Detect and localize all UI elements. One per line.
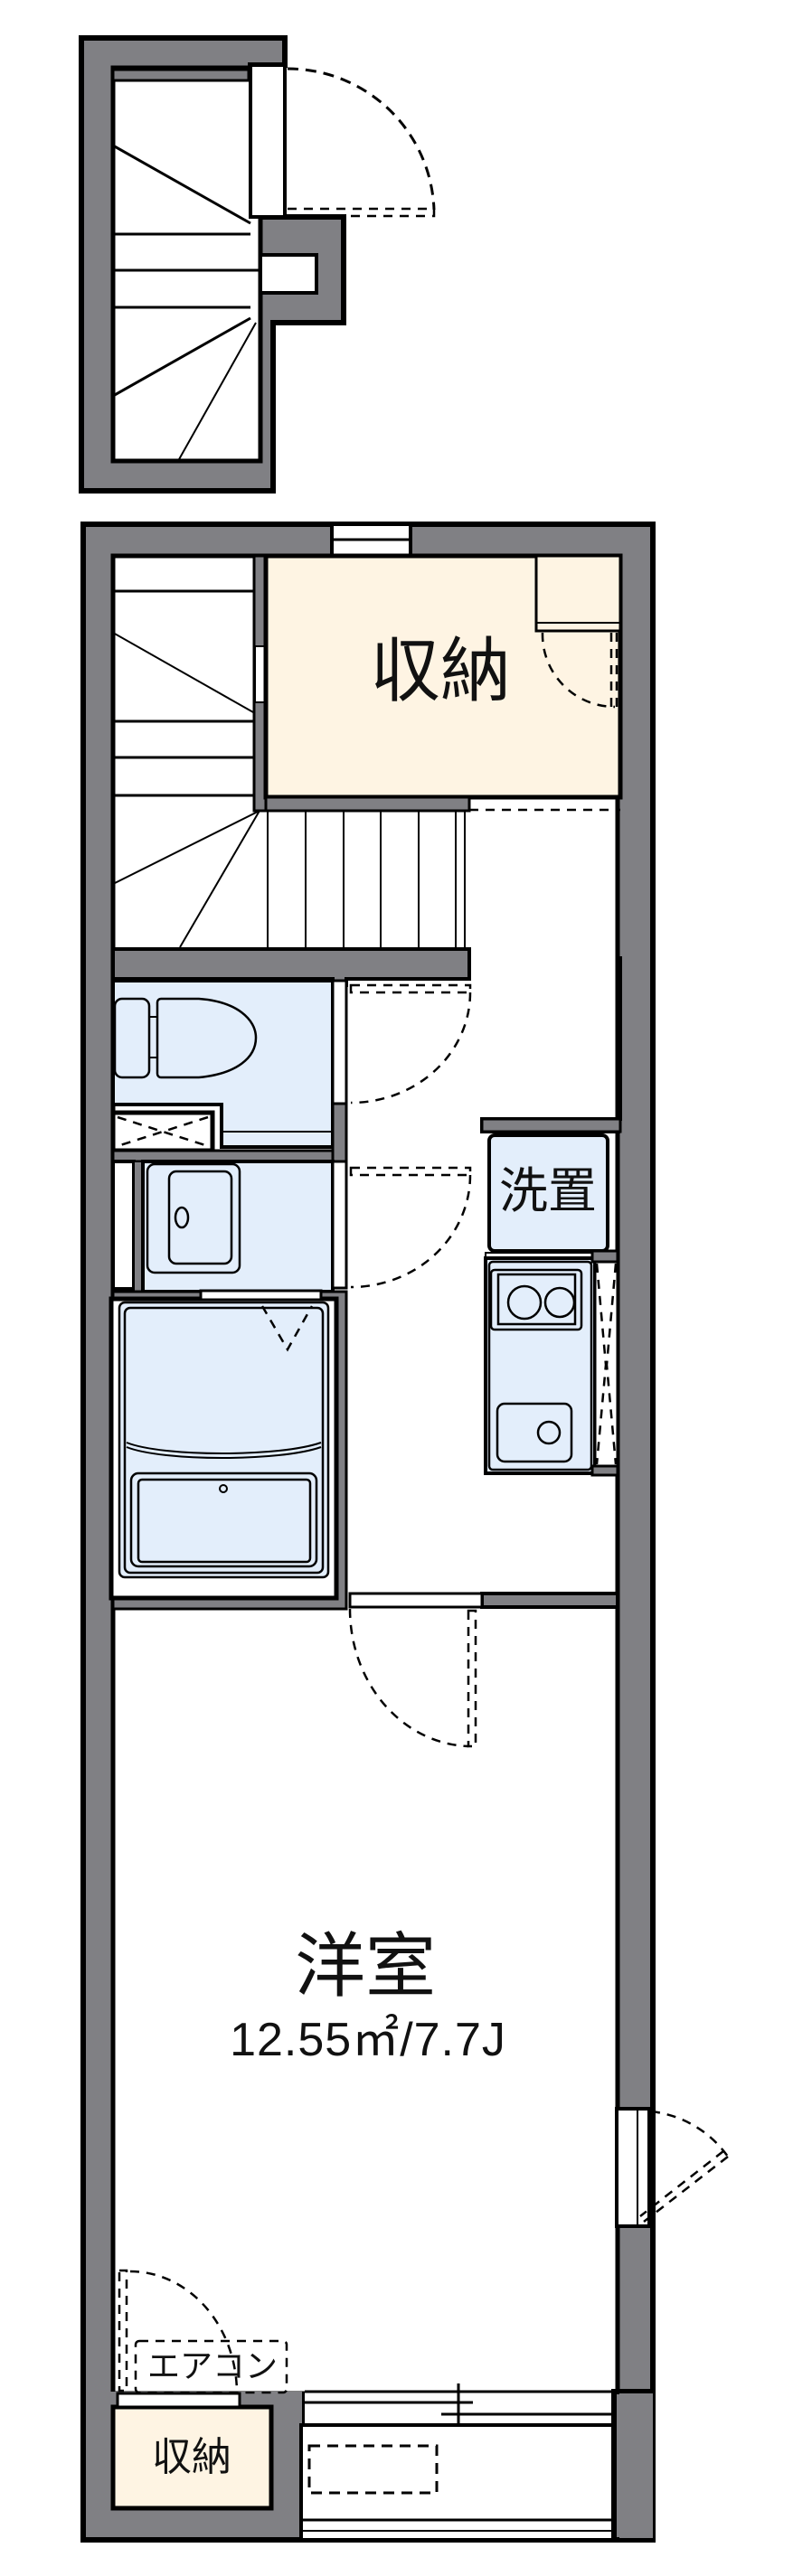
western-room-label: 洋室 <box>294 1926 437 2007</box>
kitchen-area <box>480 956 622 1477</box>
right-window <box>615 2107 730 2228</box>
upper-stair-block <box>79 35 346 494</box>
upper-storage-label: 収納 <box>369 631 512 712</box>
bathroom <box>109 1289 348 1611</box>
entrance-door <box>249 63 436 219</box>
washroom <box>111 1160 472 1293</box>
aircon-label: エアコン <box>146 2348 279 2385</box>
balcony <box>299 2383 653 2543</box>
room-door <box>348 1592 619 1748</box>
toilet-room <box>110 979 472 1163</box>
lower-storage-label: 収納 <box>152 2434 231 2480</box>
laundry-space-label: 洗置 <box>499 1162 597 1219</box>
upper-storage <box>263 553 623 813</box>
western-room-area: 12.55㎡/7.7J <box>230 2014 506 2066</box>
